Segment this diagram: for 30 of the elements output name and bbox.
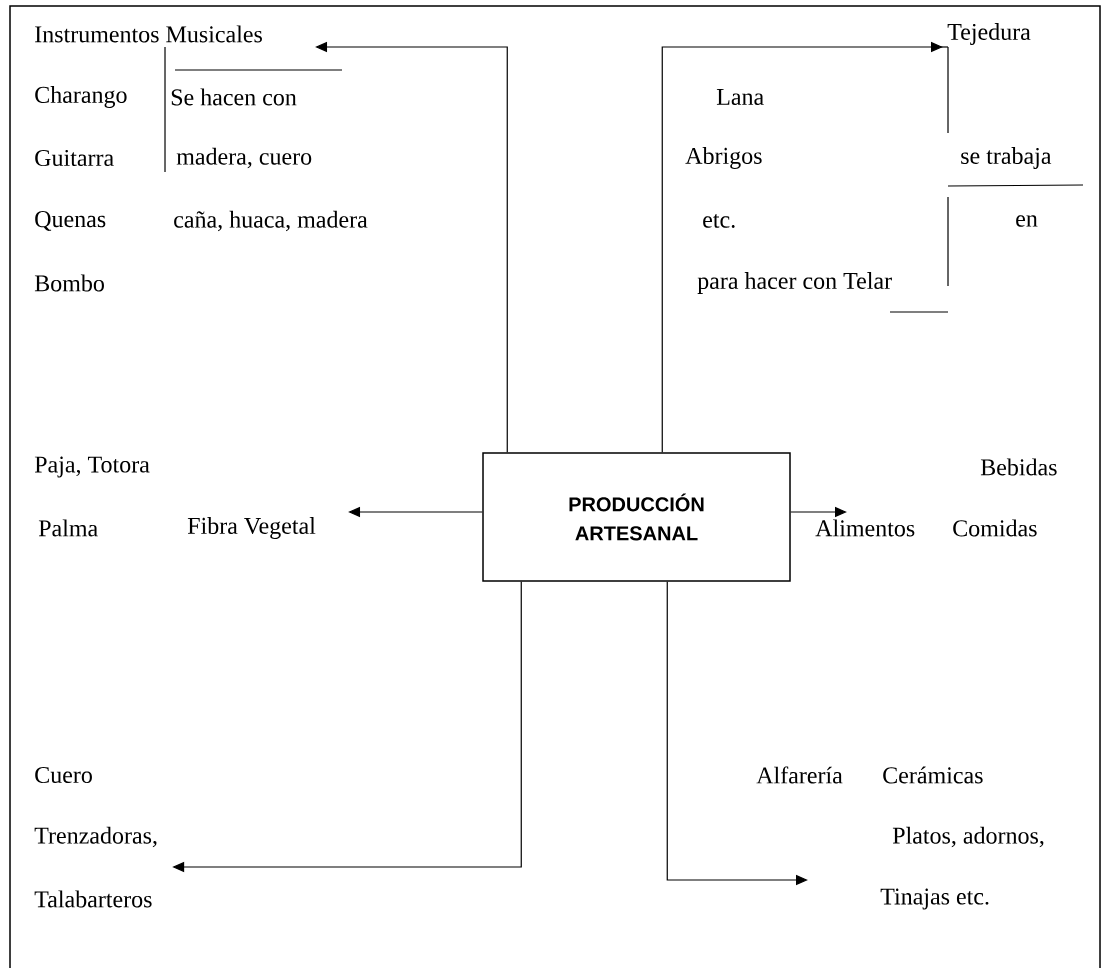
- label: se trabaja: [961, 147, 1052, 169]
- node-text: Tejedura: [947, 23, 1031, 45]
- label: Alfarería: [756, 766, 843, 784]
- node-text: Fibra Vegetal: [187, 517, 316, 539]
- label: Guitarra: [35, 149, 114, 167]
- label: Talabarteros: [34, 890, 152, 908]
- label: madera, cuero: [176, 147, 312, 169]
- label: Quenas: [35, 211, 106, 231]
- label: Paja, Totora: [34, 456, 150, 478]
- label: Bebidas: [980, 458, 1057, 476]
- node-text: Trenzadoras,: [34, 826, 157, 848]
- label: para hacer con Telar: [697, 272, 892, 294]
- label: en: [1016, 215, 1038, 227]
- label: Abrigos: [685, 147, 762, 169]
- label: Tinajas etc.: [880, 888, 989, 910]
- label: Charango: [35, 86, 127, 108]
- label: Cerámicas: [883, 766, 983, 784]
- label: Bombo: [34, 274, 104, 292]
- process-box: PRODUCCIÓN ARTESANAL: [482, 452, 791, 582]
- node-text: Alimentos: [815, 519, 915, 537]
- label: Cuero: [35, 766, 92, 784]
- label: caña, huaca, madera: [174, 210, 368, 232]
- label: Comidas: [953, 519, 1037, 537]
- label: Palma: [38, 519, 98, 537]
- label: etc.: [703, 214, 735, 228]
- arrow: [661, 41, 943, 453]
- node-text: Instrumentos Musicales: [35, 25, 262, 43]
- label: Lana: [716, 89, 764, 105]
- label: Platos, adornos,: [892, 826, 1044, 848]
- label: Se hacen con: [171, 88, 297, 106]
